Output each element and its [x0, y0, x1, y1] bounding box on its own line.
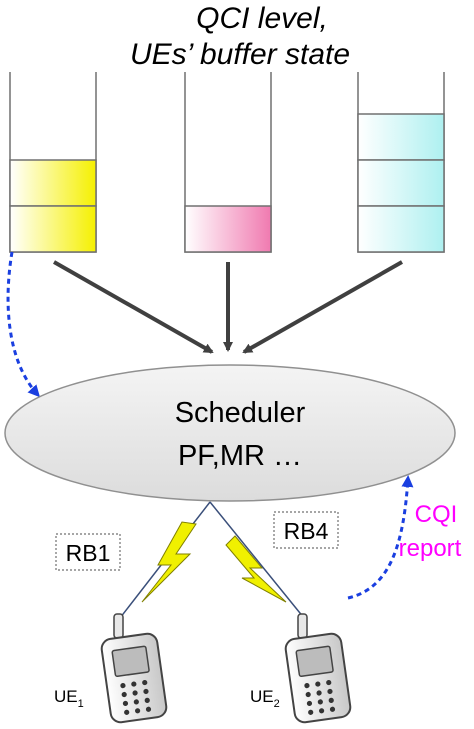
rb4-label: RB4 [284, 518, 329, 544]
ue2-phone-icon [284, 613, 352, 724]
title-line-1: QCI level, [196, 2, 328, 35]
buffer-1-slot [9, 159, 97, 207]
lightning-rb1-icon [141, 521, 197, 603]
ue1-phone-icon [100, 613, 168, 724]
radio-link-ue2 [209, 501, 305, 619]
cqi-report-arrow [347, 475, 414, 600]
ue2-label: UE2 [250, 687, 280, 710]
scheduler-ellipse [4, 364, 456, 502]
rb1-label: RB1 [66, 540, 111, 566]
title-line-2: UEs’ buffer state [130, 38, 350, 71]
lightning-rb4-icon [225, 535, 287, 603]
scheduler-algorithms: PF,MR … [178, 440, 302, 472]
buffer-1-slot [9, 205, 97, 253]
cqi-label-line1: CQI [415, 501, 458, 528]
buffer-queue-2 [184, 72, 272, 253]
buffer-3-slot [357, 159, 445, 207]
buffer-3-arrow [242, 260, 403, 354]
scheduler-label: Scheduler [175, 397, 306, 429]
buffer-3-slot [357, 205, 445, 253]
buffer-state-feedback-arrow [6, 251, 41, 398]
buffer-1-arrow [53, 260, 214, 354]
buffer-queue-1 [9, 72, 97, 253]
cqi-label-line2: report [399, 535, 462, 562]
buffer-queue-3 [357, 72, 445, 253]
rb4-box [273, 511, 339, 549]
rb1-box [55, 533, 121, 571]
buffer-3-slot [357, 113, 445, 161]
ue1-label: UE1 [54, 687, 84, 710]
buffer-2-slot [184, 205, 272, 253]
